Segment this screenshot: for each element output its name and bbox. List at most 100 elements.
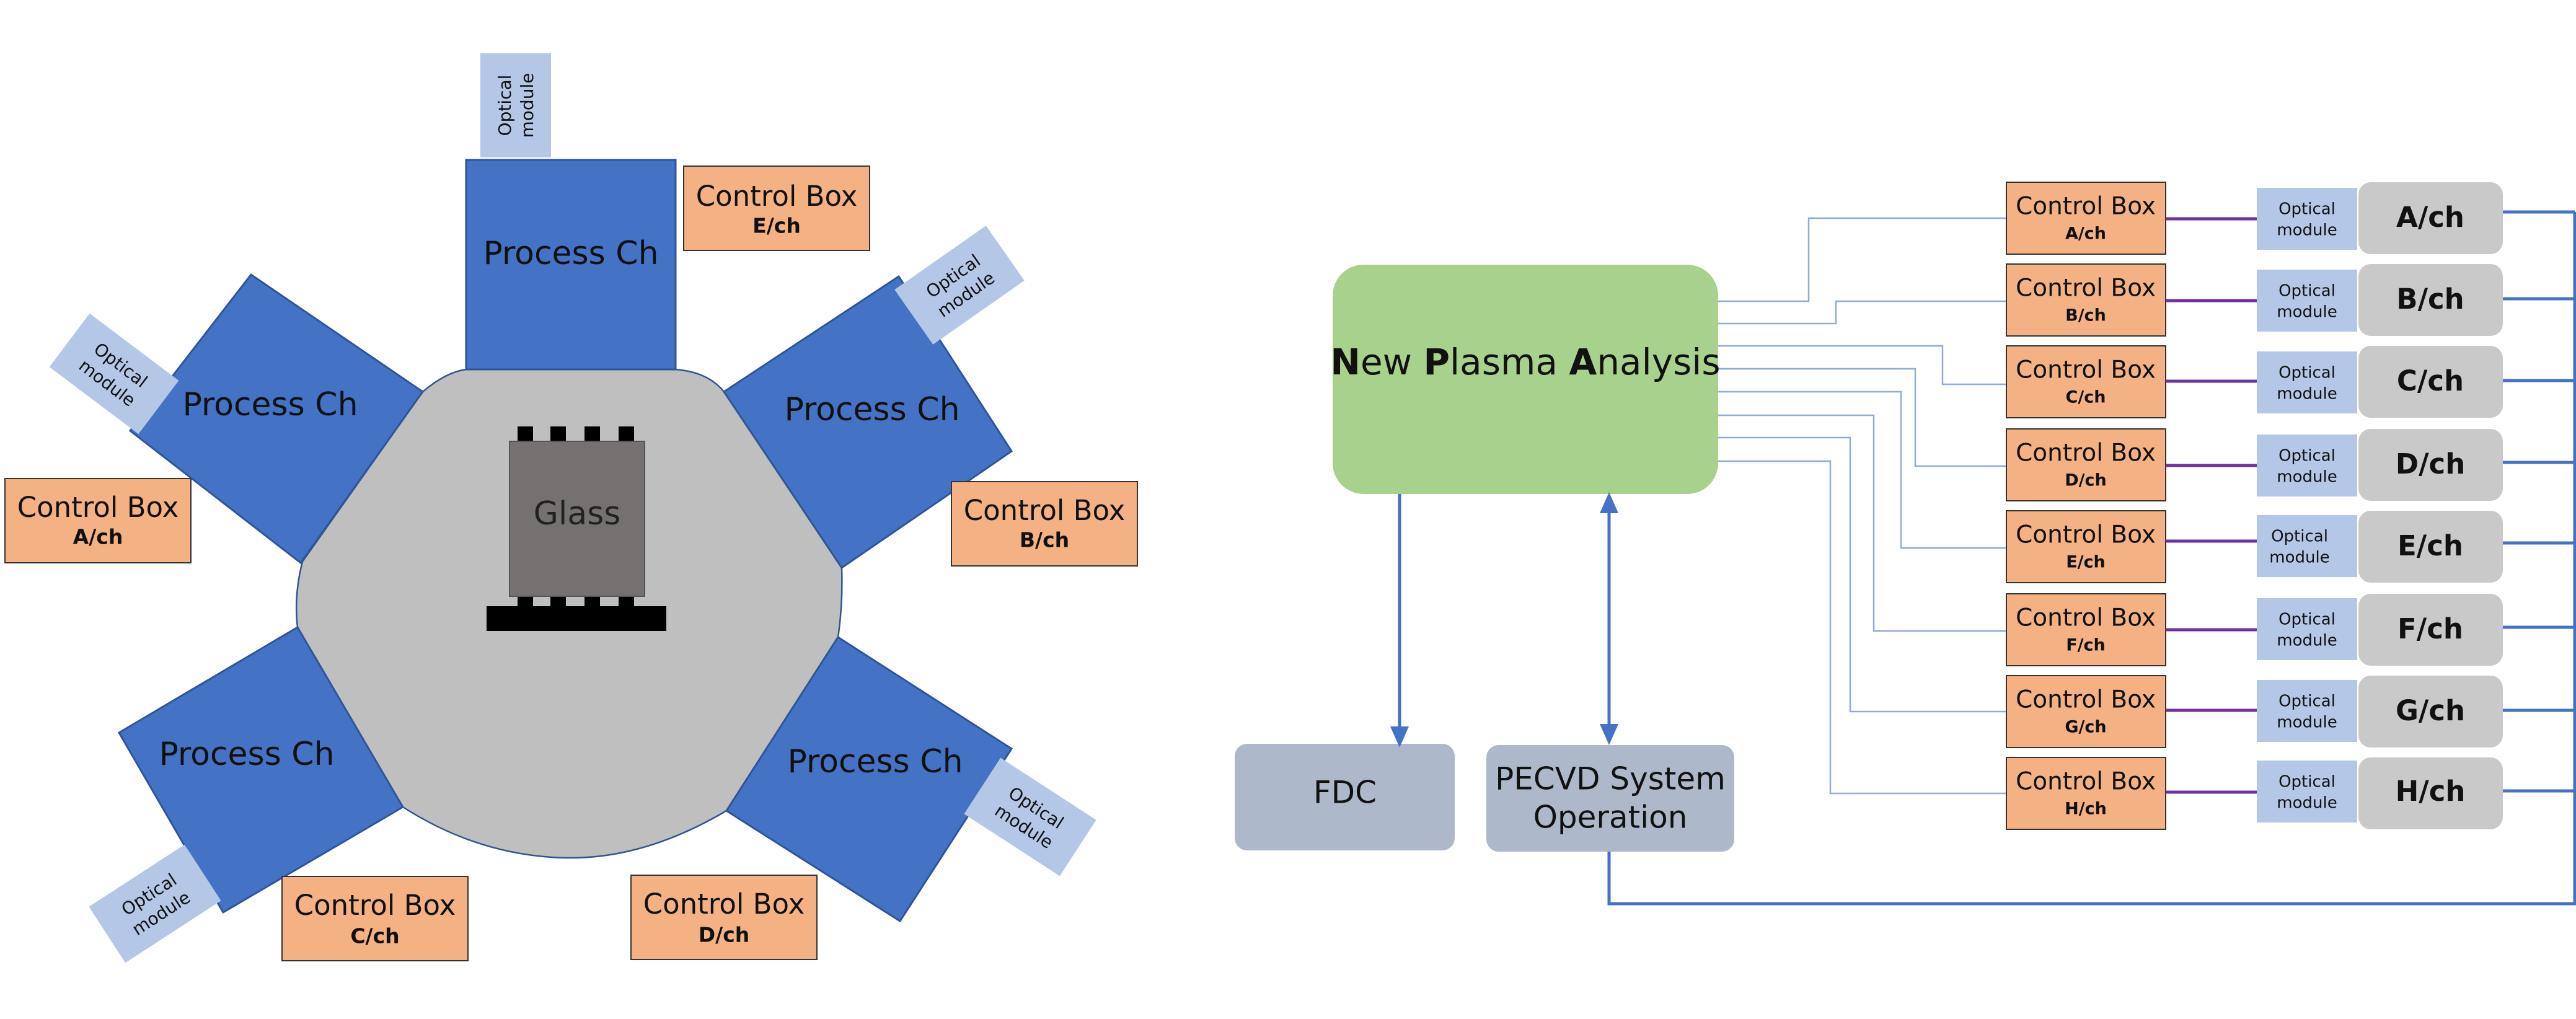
glass-label: Glass: [534, 495, 621, 532]
control-box-b: Control Box B/ch: [951, 481, 1138, 567]
npa-connectors: [1718, 217, 2006, 795]
control-box-channel: H/ch: [2065, 800, 2107, 819]
control-box-channel: G/ch: [2065, 718, 2106, 737]
control-box-e: Control Box E/ch: [683, 165, 870, 251]
control-box-channel: E/ch: [2066, 553, 2106, 572]
optical-module-label: module: [2269, 549, 2329, 567]
process-chamber-upper-left: Process Ch: [128, 273, 425, 565]
new-plasma-analysis-label: New Plasma Analysis: [1330, 341, 1720, 383]
channel-row-g: Control Box G/ch Optical module G/ch: [2006, 675, 2575, 748]
optical-module-label: module: [2277, 221, 2337, 240]
glass-base: [487, 606, 666, 631]
glass-carrier: Glass: [487, 426, 666, 631]
optical-module-label: module: [2277, 794, 2337, 813]
connector-line: [1718, 368, 2006, 467]
fdc-label: FDC: [1313, 775, 1377, 811]
control-box-channel: F/ch: [2066, 636, 2106, 655]
control-box-title: Control Box: [17, 491, 179, 524]
connector-line: [1718, 345, 2006, 386]
channel-label: E/ch: [2397, 529, 2463, 562]
process-chamber-top: Process Ch: [465, 159, 677, 371]
control-box-title: Control Box: [964, 494, 1126, 527]
system-block: New Plasma Analysis FDC PECVD System Ope…: [1235, 182, 2576, 906]
channel-row-a: Control Box A/ch Optical module A/ch: [2006, 182, 2575, 255]
process-chamber-lower-right: Process Ch: [725, 635, 1013, 923]
optical-module-label: module: [2277, 468, 2337, 487]
channel-label: F/ch: [2397, 612, 2463, 645]
feedback-loop: [1607, 212, 2576, 906]
control-box-channel: B/ch: [2065, 306, 2106, 325]
control-box-channel: A/ch: [73, 525, 123, 549]
control-box-title: Control Box: [2016, 439, 2156, 467]
control-box-c: Control Box C/ch: [281, 876, 469, 961]
optical-module-label: Optical: [2278, 282, 2336, 301]
channel-row-f: Control Box F/ch Optical module F/ch: [2006, 593, 2575, 666]
channel-row-b: Control Box B/ch Optical module B/ch: [2006, 263, 2575, 337]
optical-module-label: module: [2277, 632, 2337, 650]
connector-line: [1718, 436, 2006, 713]
fdc-box: FDC: [1235, 744, 1455, 850]
control-box-title: Control Box: [2016, 356, 2156, 384]
control-box-title: Control Box: [2016, 686, 2156, 714]
optical-module-label: Optical: [2278, 447, 2336, 465]
optical-module-label: module: [2277, 385, 2337, 404]
pecvd-system-operation-box: PECVD System Operation: [1486, 745, 1734, 852]
channel-label: C/ch: [2397, 364, 2464, 397]
control-box-channel: B/ch: [1020, 528, 1069, 552]
control-box-title: Control Box: [696, 180, 858, 213]
control-box-title: Control Box: [643, 888, 805, 920]
pecvd-label-line2: Operation: [1533, 800, 1688, 836]
optical-module-label: Optical: [2271, 527, 2328, 546]
connector-line: [1718, 300, 2006, 325]
channel-row-e: Control Box E/ch Optical module E/ch: [2006, 510, 2575, 583]
channel-label: H/ch: [2396, 775, 2466, 808]
control-box-title: Control Box: [2016, 604, 2156, 632]
control-box-title: Control Box: [2016, 193, 2156, 221]
optical-module-label: module: [517, 73, 537, 138]
control-box-a: Control Box A/ch: [4, 478, 192, 563]
control-box-channel: C/ch: [2066, 388, 2106, 407]
control-box-channel: E/ch: [752, 214, 801, 238]
process-chamber-label: Process Ch: [159, 736, 334, 773]
channel-label: B/ch: [2396, 283, 2464, 315]
optical-module-label: module: [2277, 303, 2337, 322]
control-box-channel: D/ch: [2065, 471, 2107, 490]
process-chamber-label: Process Ch: [182, 386, 358, 423]
connector-line: [1718, 217, 2006, 302]
optical-module-upper-right: Optical module: [894, 226, 1025, 345]
glass-panel: [509, 441, 645, 597]
optical-module-label: Optical: [495, 75, 515, 136]
process-chamber-lower-left: Process Ch: [117, 625, 405, 914]
new-plasma-analysis-box: New Plasma Analysis: [1330, 265, 1721, 494]
optical-module-label: Optical: [2278, 692, 2336, 711]
pecvd-label-line1: PECVD System: [1495, 761, 1726, 797]
channel-label: G/ch: [2396, 694, 2465, 727]
channel-row-d: Control Box D/ch Optical module D/ch: [2006, 428, 2575, 501]
optical-module-lower-left: Optical module: [89, 844, 221, 963]
optical-module-label: module: [2277, 713, 2337, 732]
process-chamber-upper-right: Process Ch: [722, 275, 1013, 570]
optical-module-lower-right: Optical module: [964, 757, 1096, 876]
channel-row-h: Control Box H/ch Optical module H/ch: [2006, 757, 2575, 830]
optical-module-upper-left: Optical module: [49, 313, 179, 435]
control-box-title: Control Box: [2016, 768, 2156, 796]
connector-line: [1718, 390, 2006, 549]
optical-module-label: Optical: [2278, 611, 2336, 629]
control-box-title: Control Box: [294, 889, 456, 922]
connector-line: [1718, 460, 2006, 795]
process-chamber-label: Process Ch: [787, 743, 963, 780]
feedback-bus: [1607, 852, 2576, 906]
control-box-channel: D/ch: [699, 923, 750, 947]
control-box-d: Control Box D/ch: [630, 875, 818, 960]
control-box-title: Control Box: [2016, 275, 2156, 302]
channel-label: D/ch: [2396, 448, 2466, 480]
control-box-channel: A/ch: [2065, 224, 2106, 244]
process-chamber-label: Process Ch: [784, 391, 959, 428]
optical-module-top: Optical module: [480, 53, 551, 157]
optical-module-label: Optical: [2278, 200, 2336, 219]
control-box-channel: C/ch: [350, 924, 399, 948]
channel-label: A/ch: [2396, 201, 2464, 234]
process-chamber-label: Process Ch: [483, 235, 658, 272]
optical-module-label: Optical: [2278, 364, 2336, 382]
